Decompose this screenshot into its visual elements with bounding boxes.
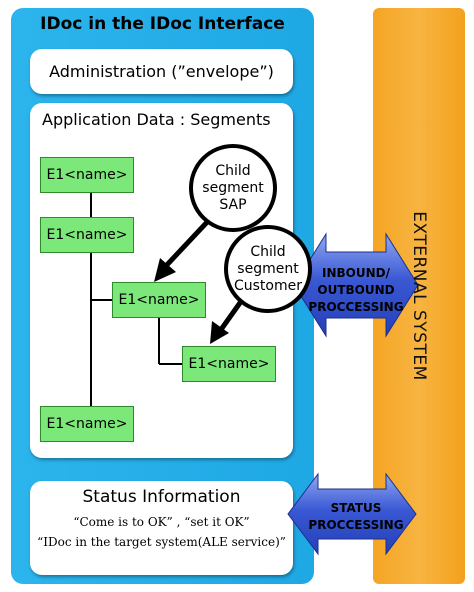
status-arrow [287, 472, 417, 556]
callout-line: Customer [233, 277, 302, 294]
pointer-arrows [154, 216, 245, 344]
callout-line: Child [215, 162, 251, 179]
segment-box: E1<name> [40, 157, 134, 193]
callout-line: Child [250, 243, 286, 260]
external-system-label-wrap: EXTERNAL SYSTEM [373, 8, 465, 584]
callout-line: segment [202, 179, 264, 196]
child-segment-customer-callout: Child segment Customer [224, 225, 312, 313]
arrow-label-line: PROCCESSING [308, 518, 404, 532]
segment-box: E1<name> [182, 346, 276, 382]
administration-panel [30, 49, 293, 94]
administration-label: Administration (”envelope”) [49, 62, 274, 81]
callout-line: SAP [219, 196, 247, 213]
arrow-label-line: OUTBOUND [317, 283, 395, 297]
segment-box: E1<name> [112, 282, 206, 318]
arrow-label-line: PROCCESSING [308, 300, 404, 314]
arrow-label-line: STATUS [330, 501, 382, 515]
status-line-1: “Come is to OK” , “set it OK” [73, 515, 250, 529]
inbound-outbound-arrow [293, 232, 419, 338]
segment-box: E1<name> [40, 217, 134, 253]
application-data-label: Application Data : Segments [42, 110, 271, 129]
status-information-panel [30, 481, 293, 575]
child-segment-sap-callout: Child segment SAP [189, 144, 277, 232]
segment-box: E1<name> [40, 406, 134, 442]
callout-line: segment [237, 260, 299, 277]
arrow-label-line: INBOUND/ [322, 266, 390, 280]
external-system-label: EXTERNAL SYSTEM [409, 211, 430, 381]
idoc-title: IDoc in the IDoc Interface [40, 14, 285, 34]
status-information-title: Status Information [82, 487, 241, 507]
inbound-outbound-label: INBOUND/ OUTBOUND PROCCESSING [296, 265, 416, 316]
status-processing-label: STATUS PROCCESSING [296, 500, 416, 534]
status-line-2: “IDoc in the target system(ALE service)” [37, 535, 286, 549]
